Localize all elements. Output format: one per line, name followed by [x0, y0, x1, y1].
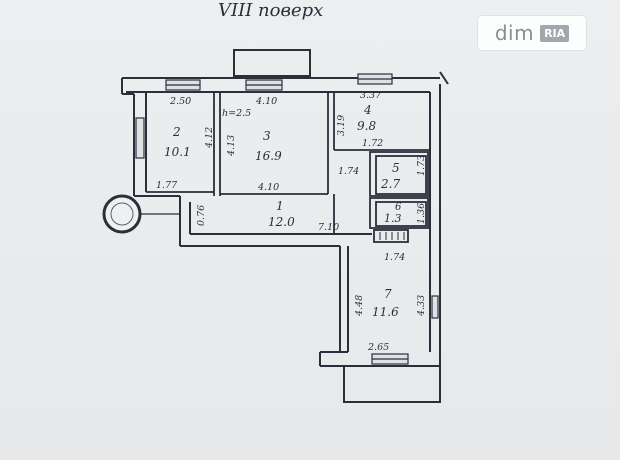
- logo-brand: dim: [494, 21, 535, 45]
- dim-4-10-bottom: 4.10: [257, 182, 279, 193]
- dim-4-13: 4.13: [226, 135, 237, 157]
- dim-7-10: 7.10: [318, 222, 339, 233]
- dim-1-36: 1.36: [416, 203, 427, 224]
- room-7-number: 7: [384, 287, 392, 301]
- dim-1-74-low: 1.74: [384, 252, 405, 263]
- room-6-number: 6: [395, 202, 402, 213]
- floor-title: VIII поверх: [218, 0, 323, 21]
- dim-4-12: 4.12: [204, 127, 215, 149]
- dim-1-73: 1.73: [416, 155, 427, 176]
- room-3-area: 16.9: [255, 149, 282, 163]
- dim-0-76: 0.76: [196, 205, 207, 226]
- room-6-area: 1.3: [384, 212, 402, 225]
- dim-4-48: 4.48: [354, 295, 365, 317]
- dim-3-19: 3.19: [336, 115, 347, 136]
- dim-1-72: 1.72: [362, 138, 383, 149]
- room-4-area: 9.8: [357, 119, 376, 133]
- room-1-number: 1: [276, 199, 284, 213]
- dim-height: h=2.5: [222, 108, 251, 119]
- room-2-number: 2: [172, 125, 181, 139]
- room-5-area: 2.7: [380, 177, 400, 191]
- radiator-ticks: [379, 232, 405, 240]
- room-7-area: 11.6: [372, 305, 399, 319]
- room-1-area: 12.0: [268, 215, 295, 229]
- room-2-area: 10.1: [164, 145, 191, 159]
- dim-2-65: 2.65: [367, 342, 389, 353]
- dimension-labels: 2.50 4.10 h=2.5 3.37 1.72 1.77 4.10 1.74…: [156, 90, 405, 353]
- windows: [135, 73, 439, 365]
- dim-3-37: 3.37: [360, 90, 382, 101]
- dim-1-74-mid: 1.74: [338, 166, 359, 177]
- room-4-number: 4: [363, 103, 372, 117]
- dim-4-33: 4.33: [416, 295, 427, 317]
- room-5-number: 5: [392, 161, 400, 175]
- interior-walls: [146, 92, 430, 243]
- vertical-dimension-labels: 4.12 4.13 3.19 1.73 1.36 0.76 4.48 4.33: [196, 115, 427, 317]
- entrance-mark: [102, 194, 180, 234]
- logo-badge: RIA: [540, 24, 570, 42]
- dim-4-10-top: 4.10: [255, 96, 277, 107]
- room-3-number: 3: [263, 129, 271, 143]
- site-logo: dim RIA: [478, 16, 586, 50]
- dim-2-50: 2.50: [169, 96, 191, 107]
- room-labels: 2 10.1 3 16.9 4 9.8 5 2.7 6 1.3 1 12.0 7…: [164, 103, 402, 319]
- dim-1-77: 1.77: [156, 180, 178, 191]
